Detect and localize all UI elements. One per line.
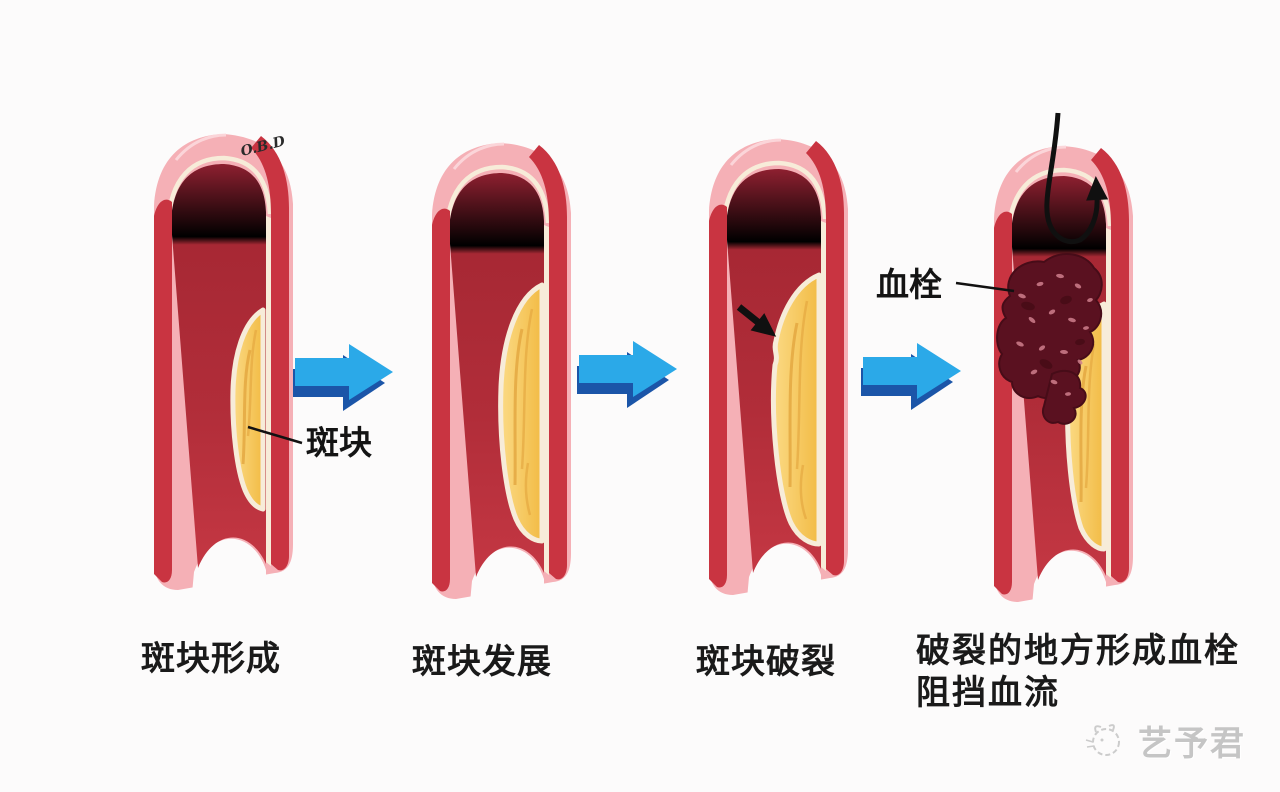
caption-stage4-line1: 破裂的地方形成血栓 xyxy=(916,632,1240,670)
flow-arrow-icon xyxy=(861,343,961,410)
rupture-arrow-icon xyxy=(736,304,777,337)
caption-stage4: 破裂的地方形成血栓 阻挡血流 xyxy=(916,630,1240,714)
thrombus-clot xyxy=(996,253,1103,425)
thrombus-label: 血栓 xyxy=(876,266,942,303)
plaque-small xyxy=(230,307,266,512)
caption-stage4-line2: 阻挡血流 xyxy=(916,674,1060,712)
plaque-large xyxy=(771,272,822,547)
artery-stage4-thrombus xyxy=(982,136,1142,606)
flow-arrow-icon xyxy=(577,341,677,408)
artery-stage3-plaque-rupture xyxy=(697,129,857,599)
artery-stage1-plaque-formation: O.B.D xyxy=(142,124,302,594)
flow-arrow-icon xyxy=(293,344,393,411)
plaque-label: 斑块 xyxy=(306,424,372,461)
caption-stage1: 斑块形成 xyxy=(141,640,281,678)
clot-dark-patches xyxy=(1021,295,1085,369)
clot-specks xyxy=(1016,273,1093,396)
plaque-medium xyxy=(498,282,545,544)
caption-stage2: 斑块发展 xyxy=(412,643,552,681)
watermark-text: 艺予君 xyxy=(1138,724,1246,763)
caption-stage3: 斑块破裂 xyxy=(696,643,836,681)
mascot-sketch-icon xyxy=(1085,724,1120,756)
artery-stage2-plaque-growth xyxy=(420,133,580,603)
watermark: 艺予君 xyxy=(1080,710,1260,770)
